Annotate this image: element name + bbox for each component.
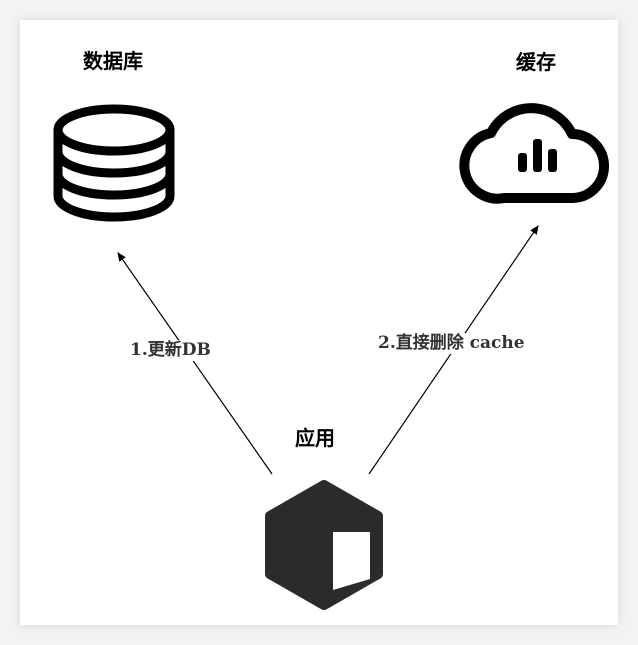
cloud-chart-icon (459, 103, 609, 204)
edge-label-update-db: 1.更新DB (130, 340, 211, 361)
database-label: 数据库 (83, 49, 143, 73)
database-icon (53, 104, 175, 222)
app-label: 应用 (295, 426, 335, 450)
cache-label: 缓存 (516, 50, 556, 74)
edge-label-delete-cache: 2.直接删除 cache (378, 333, 525, 354)
cube-icon (265, 480, 383, 610)
edge-app-to-database (117, 252, 273, 475)
